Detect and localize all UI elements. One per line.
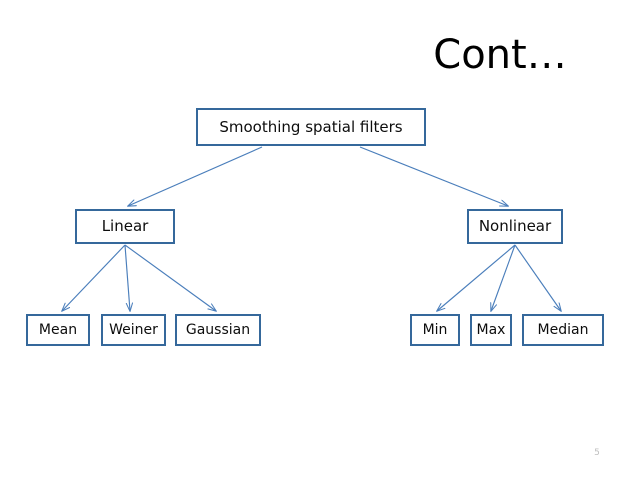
- node-gaussian[interactable]: Gaussian: [175, 314, 261, 346]
- arrow-root-to-nonlinear: [359, 146, 508, 206]
- arrow-nonlinear-to-min: [437, 244, 516, 311]
- arrow-linear-to-gaussian: [124, 244, 216, 311]
- node-linear[interactable]: Linear: [75, 209, 175, 244]
- arrow-linear-to-mean: [62, 244, 126, 311]
- arrow-root-to-linear: [128, 146, 263, 206]
- page-number: 5: [594, 448, 600, 458]
- arrow-linear-to-weiner: [124, 244, 130, 311]
- arrow-nonlinear-to-median: [514, 244, 561, 311]
- node-max[interactable]: Max: [470, 314, 512, 346]
- node-smoothing-spatial-filters[interactable]: Smoothing spatial filters: [196, 108, 426, 146]
- page-title: Cont…: [433, 32, 567, 78]
- node-min[interactable]: Min: [410, 314, 460, 346]
- arrow-nonlinear-to-max: [491, 244, 516, 311]
- node-weiner[interactable]: Weiner: [101, 314, 166, 346]
- node-median[interactable]: Median: [522, 314, 604, 346]
- node-nonlinear[interactable]: Nonlinear: [467, 209, 563, 244]
- node-mean[interactable]: Mean: [26, 314, 90, 346]
